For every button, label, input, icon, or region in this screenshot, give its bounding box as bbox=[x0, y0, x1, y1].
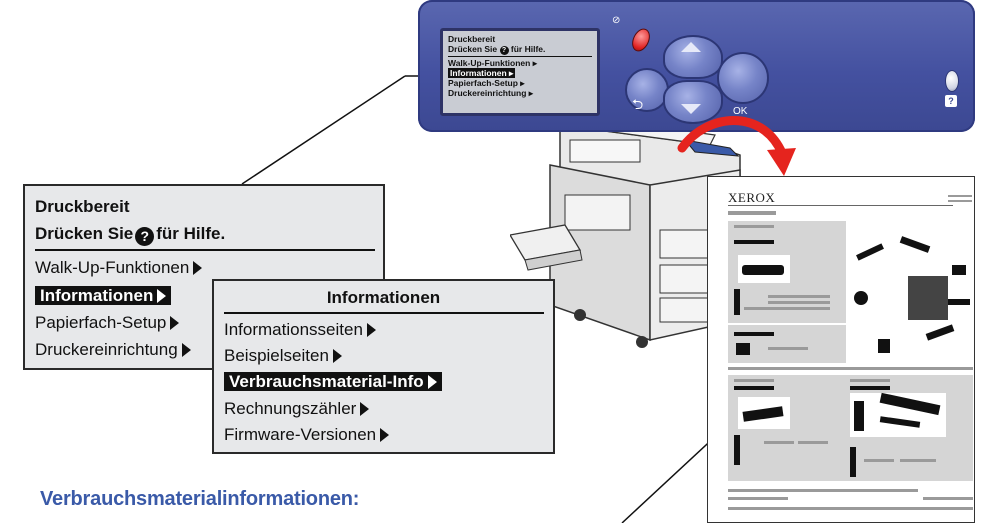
chevron-right-icon bbox=[380, 428, 390, 442]
help-indicator bbox=[945, 70, 959, 92]
chevron-right-icon bbox=[366, 323, 376, 337]
cancel-icon: ⊘ bbox=[612, 15, 621, 26]
mini-lcd-help-pre: Drücken Sie bbox=[448, 44, 498, 54]
info-menu-divider bbox=[224, 312, 544, 314]
chevron-right-icon bbox=[427, 375, 437, 389]
mini-lcd-item-walkup: Walk-Up-Funktionen ▸ bbox=[448, 58, 537, 68]
chevron-right-icon bbox=[157, 289, 167, 303]
info-menu-display: Informationen Informationsseiten Beispie… bbox=[212, 279, 555, 454]
menu-item-papierfach-setup[interactable]: Papierfach-Setup bbox=[35, 312, 180, 334]
menu-item-walkup-funktionen[interactable]: Walk-Up-Funktionen bbox=[35, 257, 203, 279]
drum-cartridge-image bbox=[738, 397, 790, 429]
menu-item-informationen[interactable]: Informationen bbox=[35, 285, 172, 307]
printer-illustration bbox=[510, 114, 741, 348]
chevron-right-icon bbox=[181, 343, 191, 357]
supplies-report-page: XEROX bbox=[707, 176, 975, 523]
xerox-logo: XEROX bbox=[728, 190, 776, 205]
info-menu-title: Informationen bbox=[326, 288, 441, 307]
main-menu-help-line: Drücken Sie?für Hilfe. bbox=[35, 224, 226, 246]
section-heading: Verbrauchsmaterialinformationen: bbox=[40, 488, 360, 510]
up-arrow-icon bbox=[681, 42, 701, 52]
mini-lcd-status: Druckbereit bbox=[448, 34, 496, 44]
chevron-right-icon bbox=[193, 261, 203, 275]
down-arrow-icon bbox=[681, 104, 701, 114]
mini-lcd-divider bbox=[448, 56, 592, 57]
help-question-icon: ? bbox=[499, 46, 509, 55]
control-panel-display: Druckbereit Drücken Sie ? für Hilfe. Wal… bbox=[440, 28, 600, 116]
menu-item-firmware-versionen[interactable]: Firmware-Versionen bbox=[224, 424, 390, 446]
red-curved-arrow bbox=[677, 116, 796, 176]
printer-parts-diagram bbox=[848, 221, 972, 361]
down-arrow-button[interactable] bbox=[663, 80, 723, 124]
help-question-icon: ? bbox=[135, 227, 155, 246]
fuser-image bbox=[850, 392, 946, 437]
chevron-right-icon bbox=[332, 349, 342, 363]
chevron-right-icon bbox=[170, 316, 180, 330]
toner-cartridge-image bbox=[738, 255, 790, 283]
menu-item-rechnungszaehler[interactable]: Rechnungszähler bbox=[224, 398, 370, 420]
help-button[interactable]: ? bbox=[945, 95, 957, 107]
menu-item-informationsseiten[interactable]: Informationsseiten bbox=[224, 319, 376, 341]
main-menu-divider bbox=[35, 249, 375, 251]
chevron-right-icon bbox=[360, 402, 370, 416]
mini-lcd-item-druckereinrichtung: Druckereinrichtung ▸ bbox=[448, 88, 534, 98]
ok-button[interactable] bbox=[717, 52, 769, 104]
main-menu-status: Druckbereit bbox=[35, 197, 130, 216]
mini-lcd-item-papierfach: Papierfach-Setup ▸ bbox=[448, 78, 525, 88]
mini-lcd-item-informationen: Informationen ▸ bbox=[448, 68, 516, 78]
mini-lcd-help-line: Drücken Sie ? für Hilfe. bbox=[448, 44, 592, 55]
back-arrow-icon: ⮌ bbox=[632, 96, 644, 112]
back-button[interactable] bbox=[625, 68, 669, 112]
menu-item-verbrauchsmaterial-info[interactable]: Verbrauchsmaterial-Info bbox=[224, 371, 442, 393]
mini-lcd-help-post: für Hilfe. bbox=[510, 44, 546, 54]
ok-label: OK bbox=[733, 106, 748, 117]
menu-item-druckereinrichtung[interactable]: Druckereinrichtung bbox=[35, 339, 191, 361]
menu-item-beispielseiten[interactable]: Beispielseiten bbox=[224, 345, 342, 367]
